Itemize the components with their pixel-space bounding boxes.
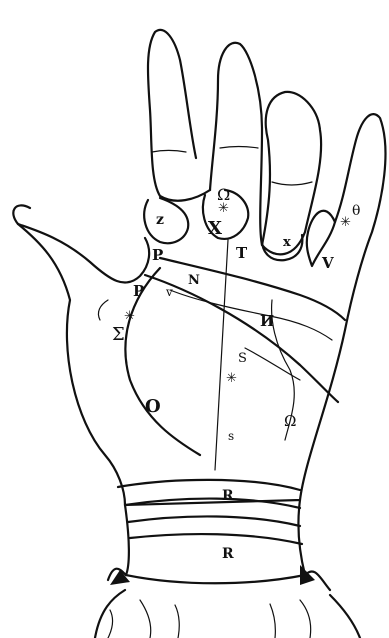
wrist-band-1 bbox=[118, 480, 300, 490]
star-mark-center: ✳ bbox=[226, 371, 237, 386]
label-palm-upper-left: P bbox=[152, 246, 163, 264]
label-palm-center: N bbox=[188, 273, 200, 288]
label-v-small: v bbox=[165, 285, 173, 299]
symbol-palm-lower-right: Ω bbox=[284, 412, 296, 430]
sleeve-cuff bbox=[108, 569, 330, 590]
label-wrist-lower: R bbox=[222, 546, 234, 562]
label-small-cross: x bbox=[283, 235, 291, 250]
thumb bbox=[18, 224, 149, 283]
wrist-bottom bbox=[126, 575, 305, 583]
heart-line bbox=[160, 258, 345, 320]
label-thumb-mount: O bbox=[145, 396, 161, 417]
symbol-little-finger: θ bbox=[352, 203, 360, 219]
star-mark-left: ✳ bbox=[124, 309, 135, 324]
label-index-finger-base: z bbox=[156, 212, 164, 228]
symbol-s-mark-lower: s bbox=[228, 429, 234, 443]
ring-finger bbox=[262, 92, 321, 255]
symbol-s-mark: S bbox=[238, 351, 247, 366]
wrist-right bbox=[298, 500, 305, 575]
label-palm-right: И bbox=[260, 312, 274, 330]
head-line bbox=[145, 275, 338, 402]
wrist-left bbox=[125, 505, 129, 575]
star-mark-little: ✳ bbox=[340, 215, 351, 230]
label-left-mount: P bbox=[133, 282, 144, 300]
wrist-band-4 bbox=[130, 534, 302, 544]
symbol-left-small: Σ bbox=[112, 324, 125, 345]
label-middle-mount: T bbox=[236, 244, 248, 262]
fate-line bbox=[215, 240, 228, 470]
index-finger bbox=[148, 30, 210, 201]
wrist-band-3 bbox=[128, 516, 300, 526]
label-wrist-upper: R bbox=[222, 488, 234, 504]
label-middle-finger-base: X bbox=[208, 218, 222, 239]
star-mark-middle: ✳ bbox=[218, 201, 229, 216]
label-little-mount: V bbox=[321, 254, 334, 272]
